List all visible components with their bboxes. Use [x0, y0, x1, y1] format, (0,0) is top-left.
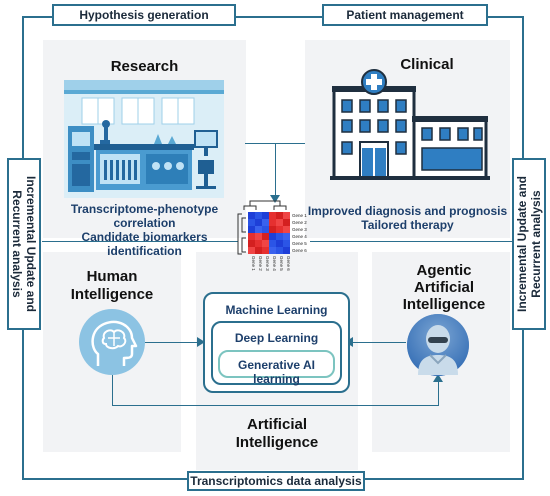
heatmap-row-label: Gene 3 [292, 227, 307, 232]
generative-ai-label: Generative AI learning [238, 358, 315, 386]
connector-agentic-up [438, 378, 439, 406]
heatmap-cell [269, 233, 276, 240]
research-title: Research [110, 58, 179, 75]
connector-bottom-horizontal [112, 405, 438, 406]
arrow-to-ml-left [197, 337, 205, 347]
left-side-text: Incremental Update and Recurrent analysi… [10, 175, 38, 313]
connector-human-down [112, 375, 113, 405]
machine-learning-label: Machine Learning [225, 303, 328, 317]
heatmap-row-label: Gene 5 [292, 241, 307, 246]
connector-left-horizontal [42, 241, 238, 242]
agentic-title-line1: Agentic [416, 262, 472, 279]
connector-human-to-ml [145, 342, 200, 343]
heatmap-cell [283, 247, 290, 254]
heatmap-cell [248, 219, 255, 226]
connector-right-horizontal [310, 241, 512, 242]
clinical-title: Clinical [400, 56, 454, 73]
clinical-caption-line2: Tailored therapy [361, 218, 454, 232]
heatmap-cell [248, 233, 255, 240]
right-side-label: Incremental Update and Recurrent analysi… [512, 158, 546, 330]
heatmap-row-label: Gene 1 [292, 213, 307, 218]
heatmap-cell [276, 212, 283, 219]
heatmap-cell [283, 233, 290, 240]
research-caption-line2: Candidate biomarkers identification [81, 230, 208, 258]
artificial-intelligence-title: Artificial Intelligence [196, 416, 358, 452]
research-caption-line1: Transcriptome-phenotype correlation [70, 202, 219, 230]
hospital-building-illustration [330, 69, 490, 180]
left-side-label: Incremental Update and Recurrent analysi… [7, 158, 41, 330]
deep-learning-box: Deep Learning Generative AI learning [211, 321, 342, 386]
heatmap-cell [262, 212, 269, 219]
arrow-to-agentic [433, 374, 443, 382]
hypothesis-generation-tag: Hypothesis generation [52, 4, 236, 26]
heatmap-cell [262, 219, 269, 226]
heatmap-cell [276, 233, 283, 240]
connector-agentic-to-ml [350, 342, 406, 343]
human-head-brain-icon [79, 309, 145, 375]
heatmap-cell [248, 212, 255, 219]
agentic-ai-title: Agentic Artificial Intelligence [388, 262, 500, 313]
heatmap-column-label: Gene 4 [272, 256, 277, 271]
heatmap-cell [276, 240, 283, 247]
machine-learning-box: Machine Learning Deep Learning Generativ… [203, 292, 350, 393]
heatmap-cell [262, 247, 269, 254]
heatmap-row-label: Gene 6 [292, 248, 307, 253]
heatmap-cell [248, 247, 255, 254]
connector-center-vertical [275, 143, 276, 199]
arrow-to-heatmap [270, 195, 280, 203]
heatmap-cell [283, 240, 290, 247]
clinical-caption: Improved diagnosis and prognosis Tailore… [305, 204, 510, 232]
robot-avatar-icon [407, 314, 469, 376]
patient-management-tag: Patient management [322, 4, 488, 26]
deep-learning-label: Deep Learning [234, 331, 319, 345]
human-title-line1: Human [86, 268, 138, 285]
right-side-text: Incremental Update and Recurrent analysi… [515, 175, 543, 313]
human-intelligence-title: Human Intelligence [43, 268, 181, 304]
heatmap-cell [283, 212, 290, 219]
heatmap-cell [269, 226, 276, 233]
heatmap-column-label: Gene 6 [286, 256, 291, 271]
heatmap-cell [262, 226, 269, 233]
heatmap-cell [269, 219, 276, 226]
heatmap-cell [262, 240, 269, 247]
artificial-title-line2: Intelligence [235, 434, 319, 451]
heatmap-cell [255, 226, 262, 233]
heatmap-cell [255, 233, 262, 240]
human-title-line2: Intelligence [70, 286, 154, 303]
artificial-title-line1: Artificial [246, 416, 307, 433]
heatmap-cell [276, 247, 283, 254]
research-caption: Transcriptome-phenotype correlation Cand… [43, 202, 246, 258]
generative-ai-box: Generative AI learning [218, 350, 335, 386]
heatmap-row-label: Gene 2 [292, 220, 307, 225]
heatmap-column-label: Gene 5 [279, 256, 284, 271]
heatmap-column-label: Gene 3 [265, 256, 270, 271]
heatmap-cell [276, 226, 283, 233]
heatmap-cell [276, 219, 283, 226]
heatmap-cell [248, 226, 255, 233]
heatmap-cell [255, 219, 262, 226]
heatmap-cell [262, 233, 269, 240]
heatmap-cell [269, 212, 276, 219]
transcriptomics-data-analysis-tag: Transcriptomics data analysis [187, 471, 365, 491]
heatmap-cell [283, 226, 290, 233]
heatmap-cell [255, 240, 262, 247]
heatmap-column-label: Gene 2 [258, 256, 263, 271]
heatmap-cell [255, 212, 262, 219]
heatmap-cell [269, 240, 276, 247]
heatmap-row-label: Gene 4 [292, 234, 307, 239]
heatmap-column-label: Gene 1 [251, 256, 256, 271]
heatmap-cell [283, 219, 290, 226]
laboratory-illustration [64, 80, 224, 198]
clinical-caption-line1: Improved diagnosis and prognosis [307, 204, 508, 218]
agentic-title-line3: Intelligence [402, 296, 486, 313]
agentic-title-line2: Artificial [413, 279, 474, 296]
heatmap-cell [255, 247, 262, 254]
heatmap-cell [248, 240, 255, 247]
heatmap-cell [269, 247, 276, 254]
